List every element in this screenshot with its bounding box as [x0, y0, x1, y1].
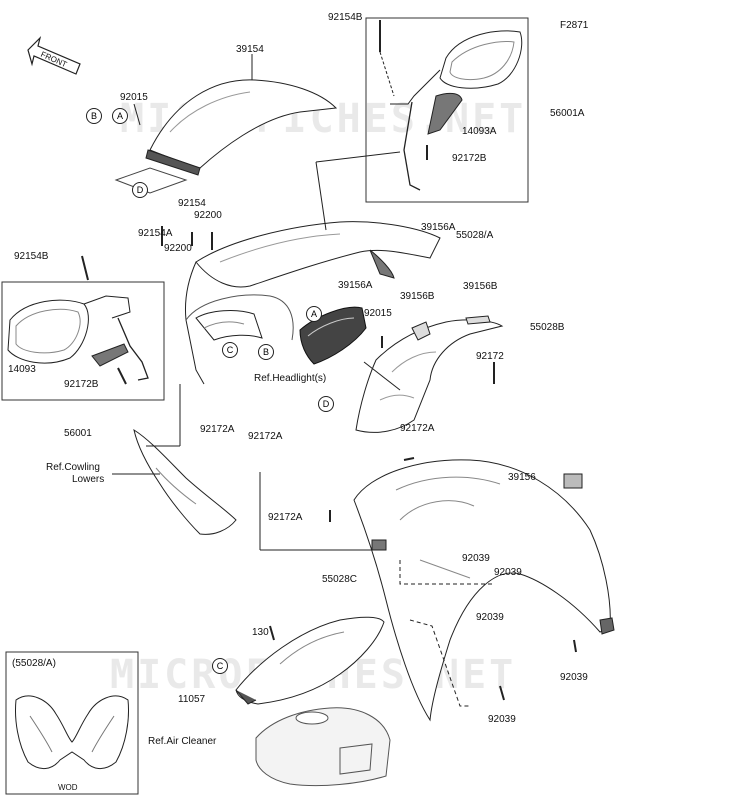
part-label: 92172A: [400, 423, 435, 434]
part-label: 92154B: [14, 251, 49, 262]
part-label: 56001A: [550, 108, 585, 119]
wod-cowl-inset-part: [15, 695, 129, 769]
part-label: 56001: [64, 428, 92, 439]
center-duct-part: [355, 319, 504, 433]
part-label: 14093: [8, 364, 36, 375]
ref-headlight: Ref.Headlight(s): [254, 373, 327, 384]
part-label: 92039: [488, 714, 516, 725]
part-label: 92154B: [328, 12, 363, 23]
callout-circle: D: [132, 182, 148, 198]
part-label: 92039: [462, 553, 490, 564]
callout-circle: A: [306, 306, 322, 322]
part-label: 92015: [364, 308, 392, 319]
part-label: 92200: [194, 210, 222, 221]
ref-cowling-line1: Ref.Cowling: [46, 462, 100, 473]
part-label: 92039: [494, 567, 522, 578]
part-label: 55028/A: [456, 230, 494, 241]
part-label: 39154: [236, 44, 264, 55]
inner-panel-part: [195, 310, 263, 341]
air-duct-part: [235, 616, 385, 705]
air-cleaner-part: [255, 707, 391, 787]
part-label: 92039: [560, 672, 588, 683]
upper-cowl-part: [185, 221, 441, 385]
part-label: 14093A: [462, 126, 497, 137]
part-label: 39156A: [421, 222, 456, 233]
side-fairing-left-part: [133, 428, 237, 535]
part-label: 130: [252, 627, 269, 638]
inset-variant: WOD: [58, 783, 78, 792]
part-label: 92039: [476, 612, 504, 623]
callout-circle: B: [258, 344, 274, 360]
part-label: 92172A: [268, 512, 303, 523]
front-arrow-icon: [27, 36, 81, 75]
triangle-ref: [114, 167, 188, 194]
callout-circle: B: [86, 108, 102, 124]
ref-cowling-line2: Lowers: [72, 474, 105, 485]
part-label: 92172: [476, 351, 504, 362]
part-label: 92015: [120, 92, 148, 103]
windscreen-part: [145, 79, 338, 176]
ref-air-cleaner: Ref.Air Cleaner: [148, 736, 217, 747]
leader-line: [133, 103, 141, 126]
part-label: 55028C: [322, 574, 358, 585]
part-label: 39156B: [463, 281, 498, 292]
part-label: 11057: [178, 694, 206, 705]
part-label: 92172A: [248, 431, 283, 442]
callout-circle: C: [222, 342, 238, 358]
leader-line: [315, 151, 401, 163]
part-label: 92154: [178, 198, 206, 209]
callout-circle: A: [112, 108, 128, 124]
part-label: 92172A: [200, 424, 235, 435]
part-label: 92200: [164, 243, 192, 254]
callout-circle: D: [318, 396, 334, 412]
part-label: 92154A: [138, 228, 173, 239]
part-label: 39156B: [400, 291, 435, 302]
diagram-code: F2871: [560, 20, 589, 31]
side-fairing-main-part: [353, 459, 615, 722]
mirror-right-part: [390, 30, 523, 191]
part-label: 39156: [508, 472, 536, 483]
mirror-left-part: [7, 295, 149, 381]
part-label: 55028B: [530, 322, 565, 333]
inset-title: (55028/A): [12, 658, 56, 669]
part-label: 39156A: [338, 280, 373, 291]
callout-circle: C: [212, 658, 228, 674]
part-label: 92172B: [64, 379, 99, 390]
part-label: 92172B: [452, 153, 487, 164]
